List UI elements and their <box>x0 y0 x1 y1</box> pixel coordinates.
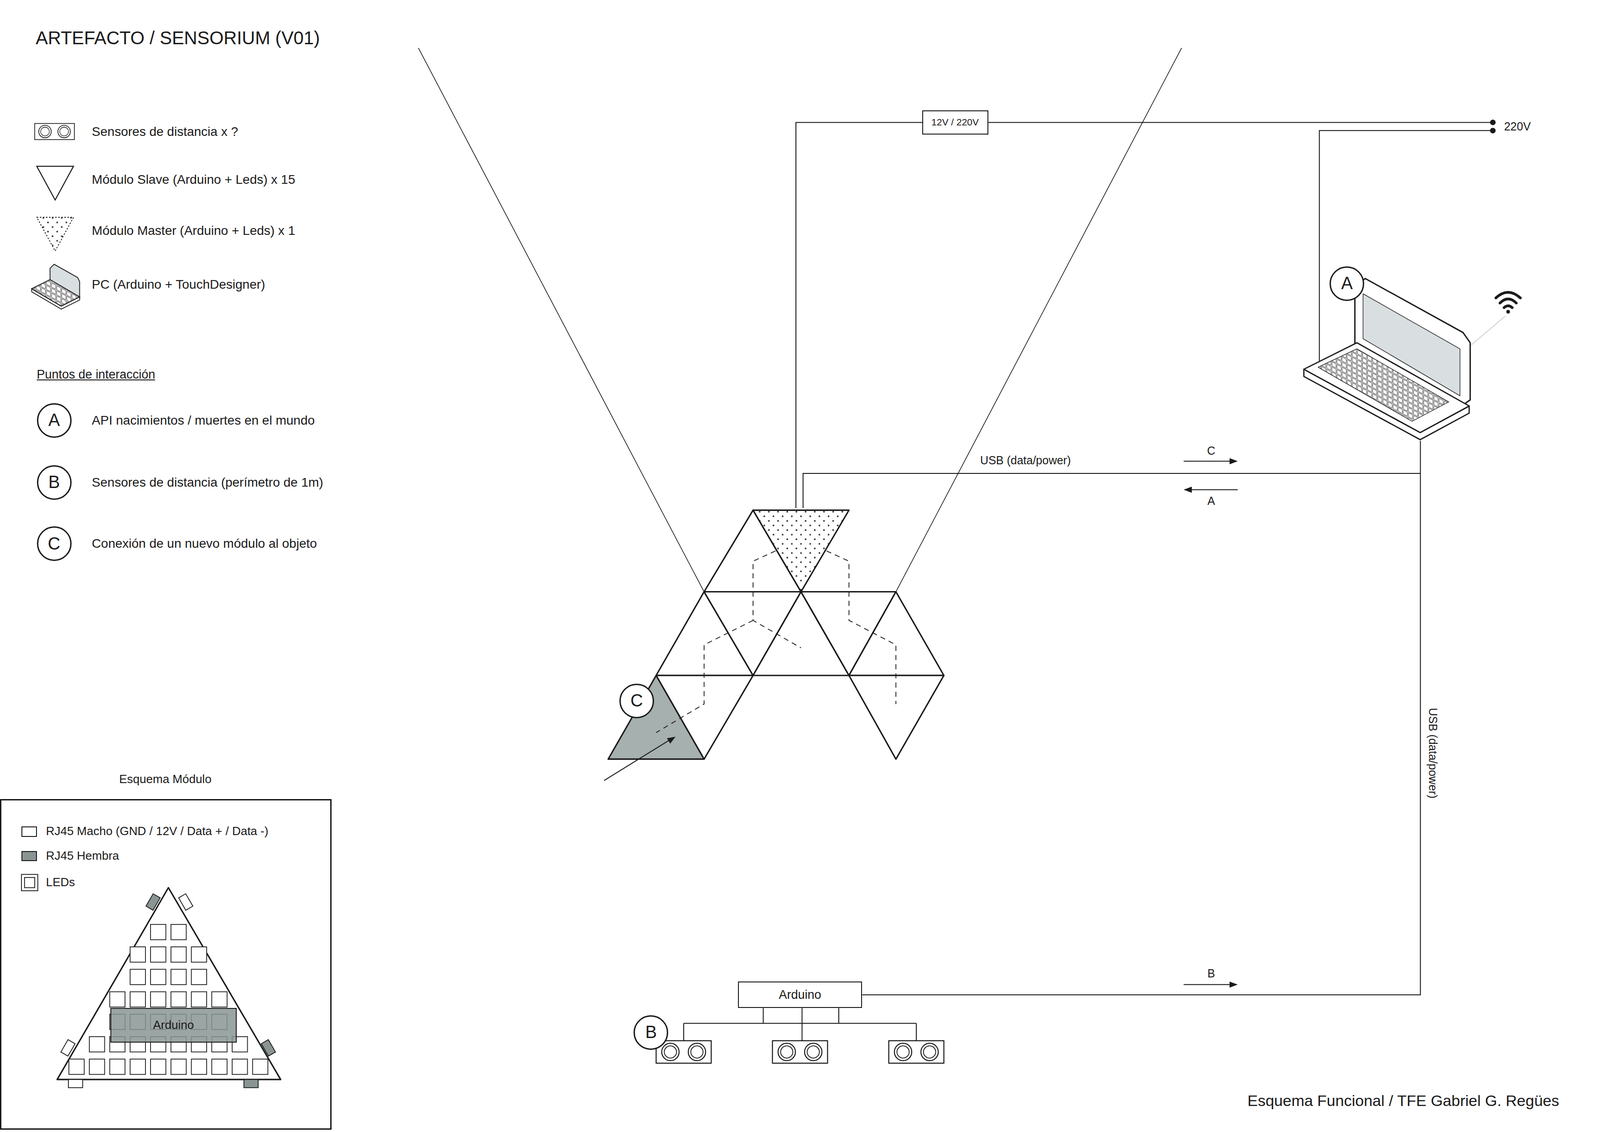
interaction-marker: C <box>36 526 72 562</box>
legend-text: LEDs <box>46 875 76 890</box>
legend-swatch <box>21 851 37 862</box>
slave-module-icon <box>36 166 74 201</box>
master-module-icon <box>36 217 74 252</box>
arduino-box: Arduino <box>737 981 863 1008</box>
callout-letter: A <box>1329 266 1365 302</box>
led-grid <box>68 924 268 1075</box>
diagram-title: ARTEFACTO / SENSORIUM (V01) <box>35 27 320 49</box>
arduino-board: Arduino <box>110 1007 237 1043</box>
sensor-wiring <box>683 1007 917 1041</box>
usb-wiring <box>803 457 1421 988</box>
callout-letter: C <box>47 534 61 555</box>
connection-label: USB (data/power) <box>980 453 1071 468</box>
interaction-description: Sensores de distancia (perímetro de 1m) <box>91 475 323 490</box>
module-schema <box>21 874 281 1088</box>
voltage-label: 220V <box>1504 119 1531 134</box>
callout-letter: C <box>630 690 643 712</box>
laptop-keyboard <box>1318 348 1450 422</box>
interaction-marker: B <box>633 1015 669 1050</box>
sensor-icon <box>34 123 75 140</box>
usb-connector <box>862 440 1421 995</box>
flow-letter: B <box>1207 966 1216 981</box>
legend-text: PC (Arduino + TouchDesigner) <box>91 277 265 292</box>
module-assembly <box>607 510 944 760</box>
led-legend-icon <box>21 874 38 891</box>
flow-letter: C <box>1207 444 1216 458</box>
power-supply-box: 12V / 220V <box>922 110 989 136</box>
callout-letter: A <box>48 410 60 431</box>
internal-links <box>656 550 897 733</box>
interaction-description: API nacimientos / muertes en el mundo <box>91 413 315 428</box>
legend-text: RJ45 Hembra <box>46 849 120 863</box>
legend-swatch <box>21 826 37 837</box>
laptop-icon <box>31 264 80 309</box>
wifi-icon <box>1471 292 1521 345</box>
diagram-caption: Esquema Funcional / TFE Gabriel G. Regüe… <box>1247 1091 1559 1110</box>
interaction-marker: C <box>619 683 655 719</box>
module-schema-frame: ArduinoEsquema Módulo <box>0 799 332 1130</box>
callout-letter: B <box>48 472 60 493</box>
interaction-marker: A <box>36 403 72 438</box>
legend-text: Módulo Slave (Arduino + Leds) x 15 <box>91 172 296 188</box>
projection-lines <box>418 47 1182 592</box>
chip-label: Arduino <box>153 1018 195 1033</box>
legend-text: Módulo Master (Arduino + Leds) x 1 <box>91 223 296 239</box>
connector-label: USB (data/power) <box>1426 706 1440 800</box>
callout-letter: B <box>645 1022 657 1043</box>
legend-text: Sensores de distancia x ? <box>91 124 239 140</box>
rj45-connectors <box>60 893 276 1088</box>
box-label: 12V / 220V <box>931 116 979 128</box>
power-wiring <box>795 119 1496 509</box>
legend-icons <box>31 123 80 310</box>
interaction-description: Conexión de un nuevo módulo al objeto <box>91 536 317 551</box>
legend-text: RJ45 Macho (GND / 12V / Data + / Data -) <box>46 824 269 839</box>
frame-heading: Esquema Módulo <box>117 772 213 787</box>
laptop-pc: A <box>1300 263 1473 441</box>
section-heading: Puntos de interacción <box>36 367 156 382</box>
distance-sensors <box>656 1040 945 1064</box>
interaction-marker: B <box>36 465 72 500</box>
new-module-pointer <box>603 736 676 781</box>
box-label: Arduino <box>778 987 821 1003</box>
laptop-base-top <box>1303 342 1470 433</box>
flow-letter: A <box>1207 494 1216 508</box>
laptop-drawing <box>1300 263 1473 441</box>
